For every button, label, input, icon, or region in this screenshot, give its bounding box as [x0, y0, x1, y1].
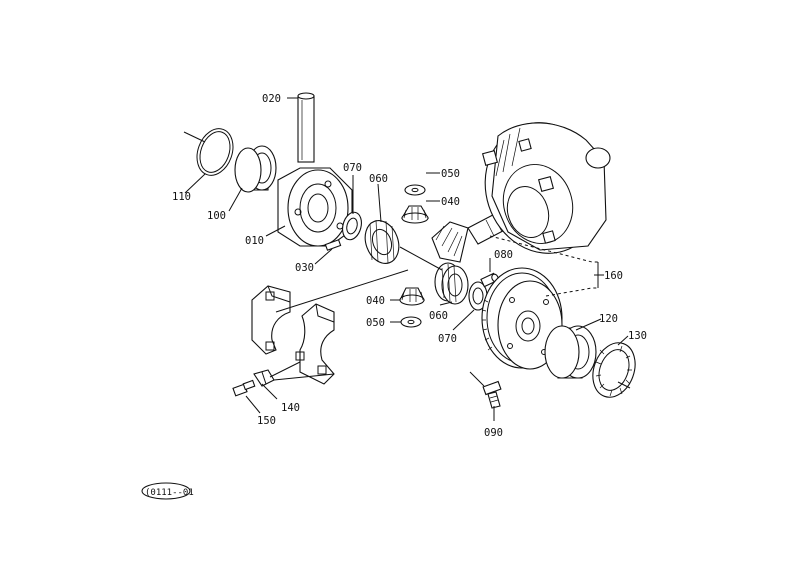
label-160: 160	[604, 270, 623, 282]
label-060-upper: 060	[369, 173, 388, 185]
label-120: 120	[599, 313, 618, 325]
part-060-side-gear-upper	[364, 219, 400, 264]
part-070-washer-upper	[342, 211, 362, 241]
part-100-bearing	[234, 145, 277, 193]
part-150-bolt	[232, 379, 256, 397]
part-050-washer-upper	[404, 184, 426, 196]
part-030-pin	[324, 239, 342, 251]
label-020: 020	[262, 93, 281, 105]
part-040-pinion-upper	[401, 205, 429, 224]
label-080: 080	[494, 249, 513, 261]
label-050-lower: 050	[366, 317, 385, 329]
label-070-upper: 070	[343, 162, 362, 174]
label-060-lower: 060	[429, 310, 448, 322]
part-010-diff-case	[277, 167, 353, 247]
ring-gear	[481, 267, 563, 370]
part-110-snap-ring	[196, 128, 234, 176]
part-050-washer-lower	[400, 316, 422, 328]
bearing-cap-left	[251, 285, 291, 355]
part-040-pinion-lower	[399, 287, 425, 306]
label-030: 030	[295, 262, 314, 274]
label-150: 150	[257, 415, 276, 427]
figure-code: (0111--01	[145, 488, 194, 498]
figure-code-badge: (0111--01	[141, 482, 194, 500]
part-020-shaft	[297, 92, 315, 163]
label-090: 090	[484, 427, 503, 439]
label-110: 110	[172, 191, 191, 203]
leader-lines	[183, 97, 631, 421]
part-130-snap-ring	[592, 342, 636, 398]
label-070-lower: 070	[438, 333, 457, 345]
label-140: 140	[281, 402, 300, 414]
bracket-160	[489, 235, 604, 297]
bearing-cap-right	[295, 303, 335, 385]
part-120-bearing	[544, 325, 597, 379]
part-140-lock-plate	[253, 369, 275, 387]
label-040-upper: 040	[441, 196, 460, 208]
label-100: 100	[207, 210, 226, 222]
label-050-upper: 050	[441, 168, 460, 180]
callouts: 020 110 100 010 030 070 060 050 040 080 …	[172, 93, 647, 439]
label-040-lower: 040	[366, 295, 385, 307]
part-090-bolt	[482, 380, 502, 409]
part-060-side-gear-lower	[434, 262, 469, 305]
label-010: 010	[245, 235, 264, 247]
label-130: 130	[628, 330, 647, 342]
gear-housing	[481, 122, 611, 254]
